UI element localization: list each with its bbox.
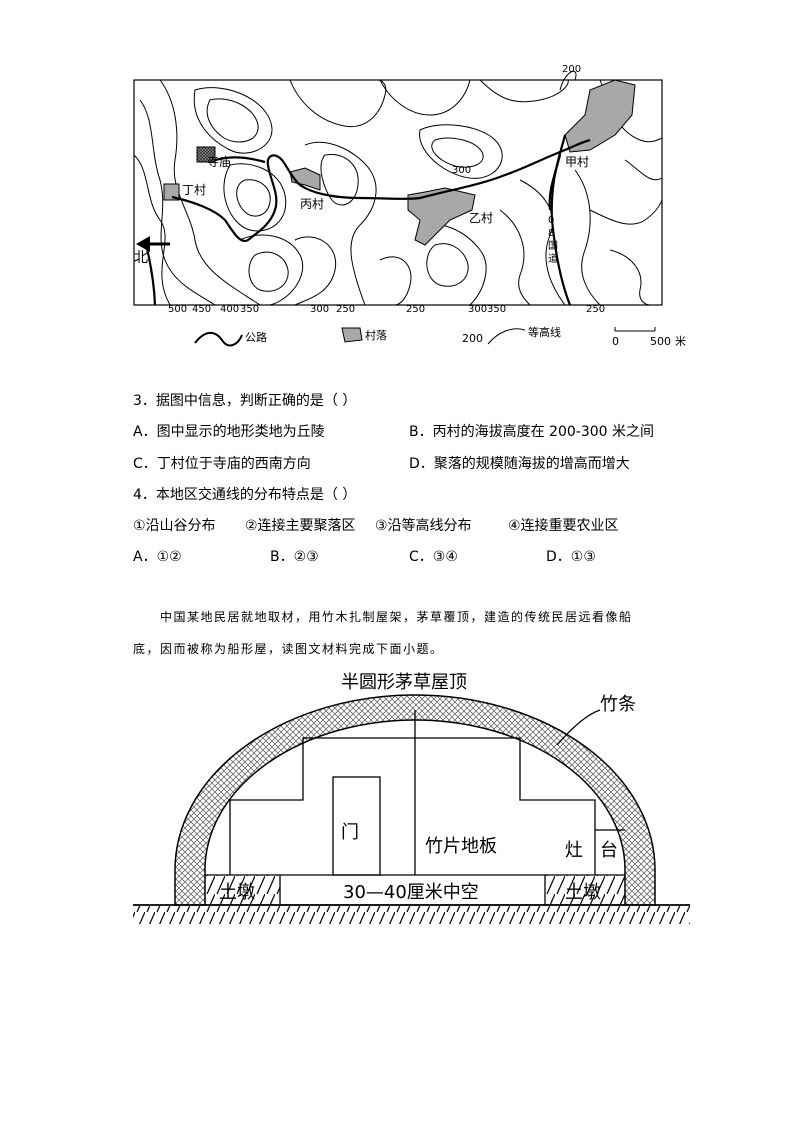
q3-option-a[interactable]: A．图中显示的地形类地为丘陵 — [133, 424, 325, 440]
svg-text:0: 0 — [548, 215, 554, 226]
q3-option-d[interactable]: D．聚落的规模随海拔的增高而增大 — [409, 456, 630, 472]
q4-item-2: ②连接主要聚落区 — [245, 518, 356, 534]
svg-text:0: 0 — [612, 335, 619, 348]
svg-text:200: 200 — [462, 332, 483, 345]
village-jia-shape — [564, 79, 636, 153]
roads — [143, 134, 591, 306]
q3-option-b[interactable]: B．丙村的海拔高度在 200-300 米之间 — [409, 424, 654, 440]
roof-label: 半圆形茅草屋顶 — [341, 672, 467, 693]
floor-label: 竹片地板 — [425, 836, 497, 857]
left-pier-label: 土墩 — [219, 882, 255, 903]
svg-text:250: 250 — [336, 304, 355, 315]
stove-label-1: 灶 — [565, 840, 583, 861]
topographic-map: 200 甲村 乙村 丙村 丁村 寺庙 300 0 8 国 道 北 500 450… — [133, 64, 686, 348]
svg-text:等高线: 等高线 — [528, 325, 561, 339]
left-pier — [205, 875, 280, 905]
door-label: 门 — [341, 822, 359, 843]
svg-text:国: 国 — [548, 240, 558, 252]
village-yi-shape — [407, 187, 476, 246]
svg-text:米: 米 — [675, 335, 686, 348]
q4-option-a[interactable]: A．①② — [133, 549, 182, 565]
contour-lines — [133, 70, 663, 306]
svg-text:村落: 村落 — [365, 328, 387, 342]
village-bing-shape — [289, 167, 321, 191]
village-bing-label: 丙村 — [300, 197, 324, 211]
svg-text:300: 300 — [310, 304, 329, 315]
svg-text:250: 250 — [586, 304, 605, 315]
svg-text:8: 8 — [548, 228, 554, 239]
svg-text:500: 500 — [650, 335, 671, 348]
q4-stem: 4．本地区交通线的分布特点是（ ） — [133, 487, 357, 503]
highway-label: 0 8 国 道 — [548, 215, 558, 265]
village-yi-label: 乙村 — [469, 211, 493, 225]
village-ding-shape — [163, 183, 180, 201]
q4-item-3: ③沿等高线分布 — [375, 518, 472, 534]
q3-stem: 3．据图中信息，判断正确的是（ ） — [133, 393, 357, 409]
svg-text:350: 350 — [240, 304, 259, 315]
north-arrow-icon — [136, 236, 170, 252]
bamboo-label: 竹条 — [600, 694, 636, 715]
bottom-contour-labels: 500 450 400 350 300 250 250 300 350 250 — [168, 304, 605, 315]
temple-shape — [196, 146, 216, 163]
svg-text:500: 500 — [168, 304, 187, 315]
q4-item-4: ④连接重要农业区 — [508, 518, 619, 534]
svg-text:公路: 公路 — [245, 331, 267, 344]
hollow-label: 30—40厘米中空 — [343, 882, 479, 903]
q4-option-b[interactable]: B．②③ — [270, 549, 319, 565]
north-label: 北 — [134, 250, 148, 266]
intro-line-2: 底，因而被称为船形屋，读图文材料完成下面小题。 — [133, 642, 444, 656]
q4-option-d[interactable]: D．①③ — [546, 549, 596, 565]
bamboo-pointer — [556, 709, 601, 746]
svg-text:250: 250 — [406, 304, 425, 315]
ground-hatch — [133, 906, 690, 924]
q3-option-c[interactable]: C．丁村位于寺庙的西南方向 — [133, 456, 311, 472]
svg-text:350: 350 — [487, 304, 506, 315]
map-top-contour-label: 200 — [562, 64, 581, 75]
intro-line-1: 中国某地民居就地取材，用竹木扎制屋架，茅草覆顶，建造的传统民居远看像船 — [160, 610, 633, 624]
temple-label: 寺庙 — [207, 155, 231, 169]
q4-item-1: ①沿山谷分布 — [133, 518, 216, 534]
map-frame — [133, 79, 663, 306]
svg-text:道: 道 — [548, 252, 558, 265]
boat-house-diagram: 半圆形茅草屋顶 竹条 门 竹片地板 灶 台 土墩 土墩 30—40厘米中空 — [133, 672, 690, 924]
svg-text:400: 400 — [220, 304, 239, 315]
svg-text:450: 450 — [192, 304, 211, 315]
right-pier-label: 土墩 — [565, 882, 601, 903]
map-legend: 公路 村落 200 等高线 0 500 米 — [194, 325, 686, 348]
q4-option-c[interactable]: C．③④ — [409, 549, 458, 565]
stove-label-2: 台 — [600, 840, 618, 861]
right-pier — [545, 875, 625, 905]
village-ding-label: 丁村 — [182, 183, 206, 197]
contour-label-300: 300 — [452, 165, 471, 176]
svg-text:300: 300 — [468, 304, 487, 315]
village-jia-label: 甲村 — [565, 155, 589, 169]
